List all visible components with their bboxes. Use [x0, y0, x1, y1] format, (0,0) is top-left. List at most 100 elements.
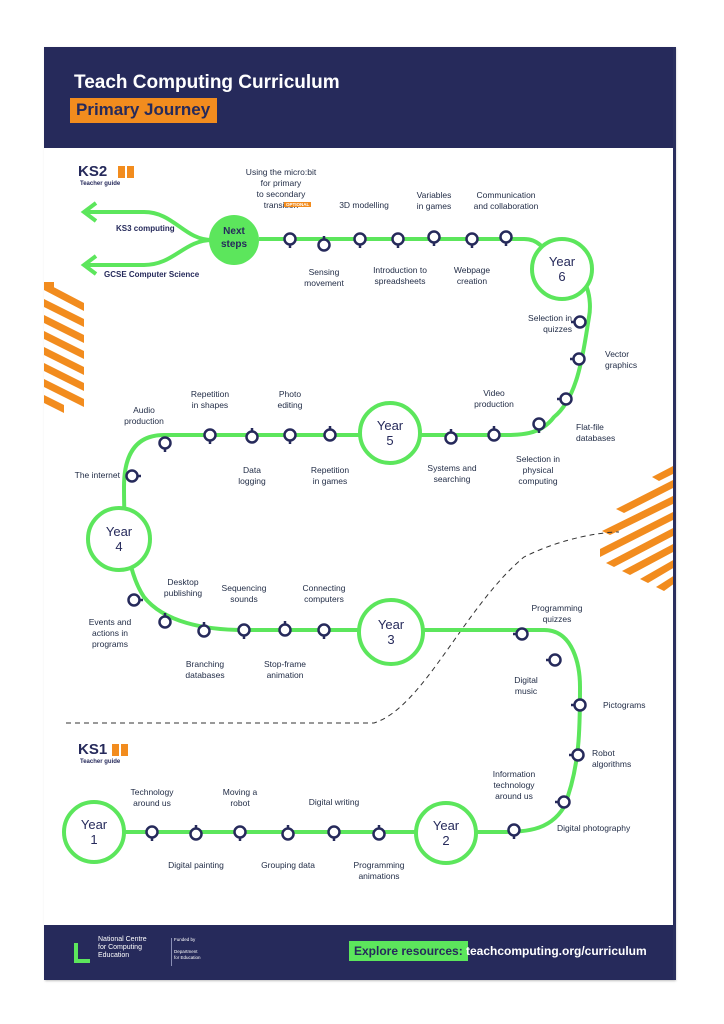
- unit-stop-marker: [507, 823, 521, 837]
- year1-label: Year 1: [80, 817, 108, 847]
- unit-label: Technology around us: [130, 787, 174, 808]
- unit-stop-marker: [281, 827, 295, 841]
- year3-label: Year 3: [377, 617, 405, 647]
- page-title: Teach Computing Curriculum: [74, 72, 340, 93]
- unit-label: Selection in quizzes: [528, 313, 572, 334]
- unit-label: Audio production: [124, 405, 164, 426]
- unit-stop-marker: [125, 469, 139, 483]
- next-steps-circle: Next steps: [209, 215, 259, 265]
- unit-label: Desktop publishing: [163, 577, 203, 598]
- gcse-label: GCSE Computer Science: [104, 270, 200, 279]
- unit-stop-marker: [283, 232, 297, 246]
- year-circles: [62, 237, 594, 865]
- journey-track: [44, 166, 675, 865]
- ks1-teacher-guide-link[interactable]: Teacher guide: [80, 759, 121, 765]
- next-steps-label: Next steps: [220, 226, 248, 250]
- unit-stop-marker: [427, 230, 441, 244]
- curriculum-link[interactable]: teachcomputing.org/curriculum: [466, 944, 647, 958]
- ks2-book-icon: [118, 166, 134, 178]
- ks3-computing-label: KS3 computing: [116, 224, 175, 233]
- unit-label: Events and actions in programs: [88, 617, 132, 649]
- unit-stop-marker: [532, 417, 546, 431]
- unit-stop-marker: [499, 230, 513, 244]
- unit-stop-marker: [571, 748, 585, 762]
- unit-label: Vector graphics: [605, 349, 638, 370]
- unit-stop-marker: [487, 428, 501, 442]
- unit-stop-marker: [203, 428, 217, 442]
- unit-label: Systems and searching: [427, 463, 477, 484]
- unit-label: Grouping data: [261, 860, 315, 870]
- ks1-label: KS1: [78, 741, 108, 758]
- year2-label: Year 2: [432, 818, 460, 848]
- unit-stop-marker: [559, 392, 573, 406]
- unit-stop-marker: [127, 593, 141, 607]
- unit-label: Video production: [474, 388, 514, 409]
- exit-arrows: [80, 201, 213, 276]
- stripe-decoration-left: [44, 282, 84, 413]
- unit-stop-marker: [353, 232, 367, 246]
- unit-label: Variables in games: [416, 190, 452, 211]
- unit-stop-marker: [283, 428, 297, 442]
- unit-stop-marker: [573, 315, 587, 329]
- ncce-name: National Centre for Computing Education: [98, 936, 147, 959]
- unit-stop-marker: [233, 825, 247, 839]
- unit-label: Repetition in games: [310, 465, 350, 486]
- unit-label: Connecting computers: [302, 583, 346, 604]
- unit-label: Repetition in shapes: [190, 389, 230, 410]
- unit-label: Robot algorithms: [592, 748, 632, 769]
- unit-label: Programming quizzes: [531, 603, 583, 624]
- optional-badge: OPTIONAL: [284, 202, 312, 207]
- unit-stop-marker: [189, 827, 203, 841]
- unit-stop-marker: [317, 623, 331, 637]
- unit-label: Branching databases: [185, 659, 225, 680]
- unit-stop-marker: [465, 232, 479, 246]
- unit-stop-marker: [548, 653, 562, 667]
- unit-stop-marker: [327, 825, 341, 839]
- unit-stop-marker: [444, 431, 458, 445]
- unit-label: Data logging: [238, 465, 266, 486]
- unit-label: Information technology around us: [492, 769, 536, 801]
- unit-label: Photo editing: [277, 389, 303, 410]
- unit-stop-marker: [391, 232, 405, 246]
- unit-label: Sensing movement: [304, 267, 344, 288]
- unit-stop-marker: [278, 623, 292, 637]
- unit-label: Stop-frame animation: [263, 659, 307, 680]
- unit-label: Digital painting: [168, 860, 224, 870]
- unit-label: Digital music: [514, 675, 538, 696]
- unit-stop-marker: [145, 825, 159, 839]
- dfe-logo-text: Funded by Department for Education: [174, 937, 201, 960]
- unit-label: Webpage creation: [453, 265, 491, 286]
- unit-label: Flat-file databases: [576, 422, 616, 443]
- unit-label: Digital photography: [557, 823, 631, 833]
- unit-stops: [125, 230, 587, 841]
- unit-stop-marker: [245, 430, 259, 444]
- unit-stop-marker: [557, 795, 571, 809]
- unit-stop-marker: [237, 623, 251, 637]
- unit-label: The internet: [74, 470, 120, 480]
- unit-stop-marker: [515, 627, 529, 641]
- unit-stop-marker: [317, 238, 331, 252]
- unit-label: Introduction to spreadsheets: [373, 265, 427, 286]
- unit-stop-marker: [572, 352, 586, 366]
- page-subtitle: Primary Journey: [70, 98, 218, 123]
- footer-divider: [171, 938, 172, 966]
- unit-label: Pictograms: [603, 700, 646, 710]
- ncce-logo-icon: [74, 943, 90, 963]
- unit-label: Sequencing sounds: [221, 583, 267, 604]
- unit-label: Digital writing: [308, 797, 360, 807]
- unit-label: Selection in physical computing: [516, 454, 560, 486]
- unit-stop-marker: [158, 436, 172, 450]
- unit-label: Using the micro:bit for primary to secon…: [245, 167, 317, 210]
- explore-resources-label: Explore resources:: [349, 941, 468, 961]
- ks2-teacher-guide-link[interactable]: Teacher guide: [80, 181, 121, 187]
- footer-banner: National Centre for Computing Education …: [44, 925, 675, 980]
- unit-label: Moving a robot: [222, 787, 258, 808]
- ks2-label: KS2: [78, 163, 108, 180]
- stripe-decoration-right: [600, 465, 675, 591]
- poster: Teach Computing Curriculum Primary Journ…: [44, 47, 675, 980]
- year4-label: Year 4: [105, 524, 133, 554]
- year5-label: Year 5: [376, 418, 404, 448]
- unit-stop-marker: [372, 827, 386, 841]
- header-banner: Teach Computing Curriculum Primary Journ…: [44, 47, 675, 148]
- ks1-book-icon: [112, 744, 128, 756]
